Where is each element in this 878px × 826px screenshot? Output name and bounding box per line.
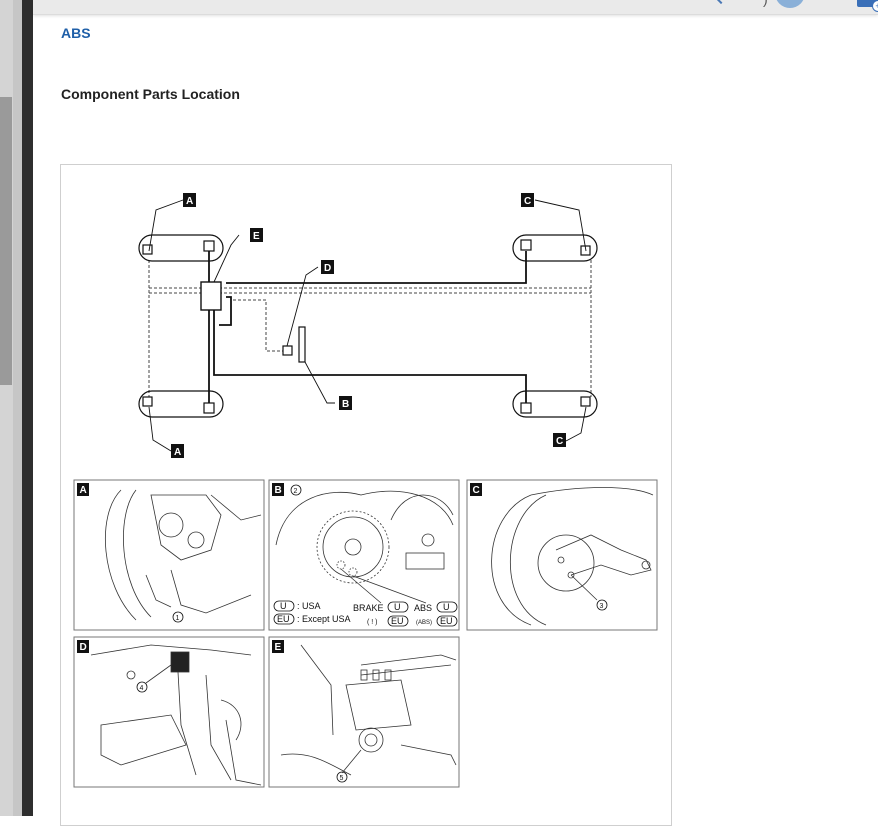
svg-text:C: C	[473, 485, 480, 496]
callout-a-top: A	[183, 193, 196, 207]
callout-c-bottom: C	[553, 433, 566, 447]
callout-leaders	[148, 199, 587, 452]
paren-glyph: )	[763, 0, 768, 7]
panel-d-stop-lamp-switch: D 4	[73, 636, 265, 788]
svg-text:: USA: : USA	[297, 601, 321, 611]
meter-legend: U : USA EU : Except USA BRAKE U ABS U ( …	[273, 600, 458, 627]
panel-c-rear-wheel-sensor: C 3	[466, 479, 658, 631]
svg-text:EU: EU	[277, 614, 290, 624]
svg-text:E: E	[253, 231, 260, 242]
callout-c-top: C	[521, 193, 534, 207]
vehicle-diagram: A A E D B C C A 1 B	[73, 193, 658, 788]
svg-text:5: 5	[340, 775, 344, 782]
abs-actuator-box	[200, 281, 222, 311]
component-location-figure: A A E D B C C A 1 B	[60, 164, 672, 826]
chassis-outline	[148, 260, 592, 397]
svg-text:EU: EU	[440, 616, 453, 626]
svg-text:( ! ): ( ! )	[367, 619, 378, 626]
svg-text:U: U	[280, 601, 287, 611]
panel-b-combination-meter: B 2 U : USA EU : Except US	[268, 479, 460, 631]
callout-b: B	[339, 396, 352, 410]
section-title: Component Parts Location	[61, 86, 240, 102]
svg-text:E: E	[275, 642, 282, 653]
svg-text:B: B	[342, 399, 349, 410]
strip-edge	[13, 0, 22, 816]
back-arrow-icon[interactable]	[713, 0, 729, 5]
wheel-rear-left	[138, 390, 224, 418]
panel-e-abs-actuator: E 5	[268, 636, 460, 788]
stop-lamp-switch-box	[282, 345, 293, 356]
panel-border	[22, 0, 33, 816]
svg-text:A: A	[80, 485, 87, 496]
callout-e: E	[250, 228, 263, 242]
wheel-front-right	[512, 234, 598, 262]
panel-a-front-wheel-sensor: A 1	[73, 479, 265, 631]
breadcrumb-abs-link[interactable]: ABS	[61, 25, 91, 41]
svg-text:EU: EU	[391, 616, 404, 626]
svg-text:D: D	[80, 642, 87, 653]
avatar[interactable]	[775, 0, 805, 8]
top-toolbar: ) +	[33, 0, 878, 15]
svg-text:ABS: ABS	[414, 603, 432, 613]
svg-text:4: 4	[140, 685, 144, 692]
svg-text:A: A	[186, 196, 193, 207]
svg-text:BRAKE: BRAKE	[353, 603, 384, 613]
svg-text:A: A	[174, 447, 181, 458]
add-note-icon[interactable]: +	[857, 0, 878, 12]
scrollbar-thumb[interactable]	[0, 97, 12, 385]
svg-text:3: 3	[600, 603, 604, 610]
callout-a-bottom: A	[171, 444, 184, 458]
svg-text:1: 1	[176, 615, 180, 622]
svg-text:: Except USA: : Except USA	[297, 614, 351, 624]
wiring-harness	[208, 251, 527, 403]
svg-text:B: B	[275, 485, 282, 496]
svg-text:U: U	[394, 602, 401, 612]
wheel-front-left	[138, 234, 224, 262]
svg-text:(ABS): (ABS)	[416, 620, 432, 626]
scroll-strip[interactable]	[0, 0, 22, 816]
combination-meter-box	[298, 326, 306, 363]
svg-text:C: C	[556, 436, 563, 447]
callout-d: D	[321, 260, 334, 274]
svg-text:C: C	[524, 196, 531, 207]
svg-text:D: D	[324, 263, 331, 274]
svg-text:2: 2	[294, 488, 298, 495]
svg-text:U: U	[443, 602, 450, 612]
